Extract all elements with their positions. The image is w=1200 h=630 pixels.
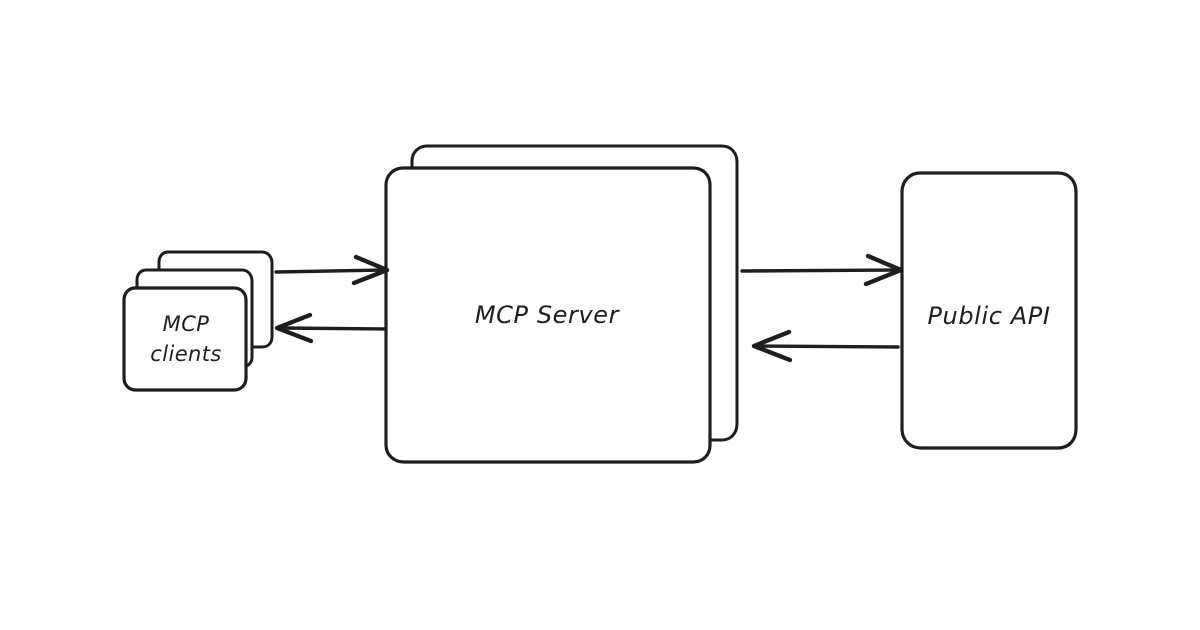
mcp-server-card-front [384,166,712,464]
mcp-clients-card-front [122,286,248,392]
edge-api-to-server[interactable] [751,329,900,363]
edge-api-to-server-line [755,344,900,349]
mcp-clients-label-line2: clients [150,342,221,366]
node-mcp-clients[interactable]: MCP clients [122,250,274,392]
edge-server-to-api-line [740,268,900,273]
edge-server-to-clients-line [278,326,387,331]
edge-server-to-api-arrowhead [863,253,904,287]
public-api-label: Public API [927,302,1050,330]
edge-clients-to-server[interactable] [274,254,390,286]
edge-server-to-api[interactable] [740,253,904,287]
edge-clients-to-server-line [274,268,387,274]
mcp-server-label: MCP Server [475,301,621,329]
edge-server-to-clients[interactable] [274,312,387,344]
edge-api-to-server-arrowhead [751,329,793,363]
edge-clients-to-server-arrowhead [351,254,390,286]
edge-server-to-clients-arrowhead [274,312,314,344]
node-mcp-server[interactable]: MCP Server [384,144,739,464]
mcp-clients-label-line1: MCP [163,312,210,336]
public-api-card [900,171,1078,450]
node-public-api[interactable]: Public API [900,171,1078,450]
